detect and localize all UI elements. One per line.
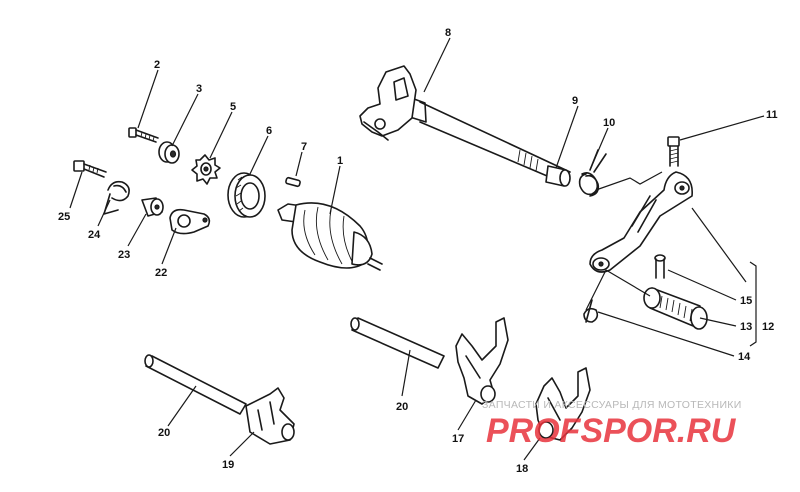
part-5-star-gear [191,154,221,185]
part-13-roller [643,287,708,330]
part-11-bolt [667,136,680,167]
callout-1: 1 [337,155,343,167]
callout-10: 10 [603,117,615,129]
part-24-spring [103,180,130,215]
leader-lines [69,37,765,461]
part-6-bearing [227,172,266,218]
callout-18: 18 [516,463,528,475]
part-25-bolt [73,160,107,178]
part-7-pin [285,176,301,188]
callout-5: 5 [230,101,236,113]
part-3-bushing [158,141,180,164]
callout-15: 15 [740,295,752,307]
callout-20-right: 20 [396,401,408,413]
part-19-shift-fork [245,387,295,445]
callout-13: 13 [740,321,752,333]
callout-25: 25 [58,211,70,223]
part-15-pin [654,254,666,279]
callout-22: 22 [155,267,167,279]
callout-12: 12 [762,321,774,333]
part-23-bushing [141,197,164,217]
part-14-clip [583,299,599,323]
callout-24: 24 [88,229,101,241]
part-18-shift-fork [535,367,591,441]
part-8-selector-shaft [359,65,571,185]
part-20-fork-shaft-left [144,354,247,415]
watermark-tagline: ЗАПЧАСТИ И АКСЕССУАРЫ ДЛЯ МОТОТЕХНИКИ [482,399,742,411]
callout-20-left: 20 [158,427,170,439]
part-20-fork-shaft-right [350,317,445,369]
callout-19: 19 [222,459,234,471]
callout-9: 9 [572,95,578,107]
callout-6: 6 [266,125,272,137]
watermark-brand: PROFSPOR.RU [486,412,737,450]
callout-labels: 2 3 5 6 7 1 8 9 10 11 12 15 13 14 25 24 … [58,27,778,475]
part-10-spring [578,149,607,197]
part-9-bushing [545,165,571,187]
callout-7: 7 [301,141,307,153]
part-12-shift-arm-assembly [589,171,747,283]
part-1-shift-drum [277,202,383,271]
part-17-shift-fork [455,317,509,405]
callout-2: 2 [154,59,160,71]
callout-3: 3 [196,83,202,95]
watermark: ЗАПЧАСТИ И АКСЕССУАРЫ ДЛЯ МОТОТЕХНИКИ PR… [482,399,742,450]
callout-8: 8 [445,27,451,39]
part-2-bolt [128,127,159,143]
part-22-lever-plate [169,208,211,235]
callout-11: 11 [766,109,778,121]
callout-14: 14 [738,351,751,363]
callout-17: 17 [452,433,464,445]
callout-23: 23 [118,249,130,261]
